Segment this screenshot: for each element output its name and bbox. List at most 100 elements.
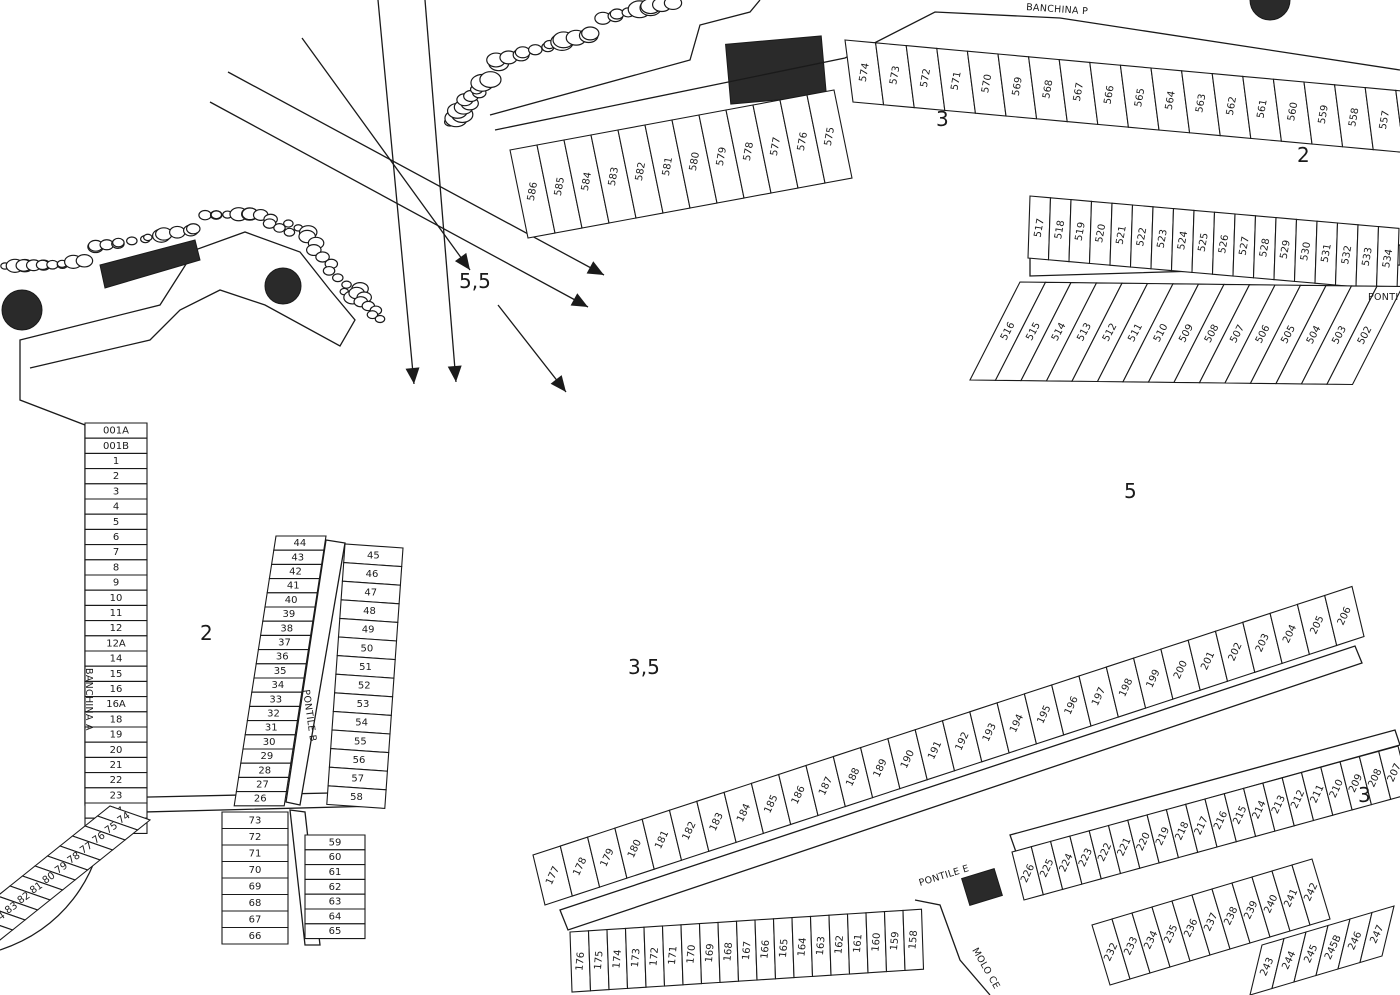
berth-number: 53 [357, 699, 370, 710]
arrowhead-icon [454, 252, 470, 270]
berth-number: 565 [1133, 87, 1147, 108]
bearing-line [227, 71, 605, 276]
molo-building [961, 868, 1003, 906]
berth-number: 563 [1194, 93, 1208, 114]
berth-number: 520 [1094, 223, 1108, 244]
berth-slip[interactable] [221, 926, 289, 945]
berth-number: 34 [272, 680, 285, 691]
berth-number: 172 [648, 947, 661, 967]
rock [514, 46, 531, 59]
berth-number: 33 [269, 694, 282, 705]
berth-slip[interactable] [1326, 285, 1400, 386]
berth-number: 40 [285, 595, 298, 606]
berth-slip[interactable] [806, 89, 853, 184]
berth-number: 569 [1011, 76, 1025, 97]
berth-number: 159 [889, 931, 902, 951]
berth-number: 6 [113, 532, 119, 543]
berth-slip[interactable] [1324, 585, 1365, 647]
berth-slip[interactable] [902, 908, 925, 971]
rock [315, 251, 330, 263]
berth-number: 176 [574, 951, 587, 971]
berth-number: 32 [267, 709, 280, 720]
berth-number: 61 [329, 867, 342, 878]
tree [264, 267, 302, 305]
berth-slip[interactable] [1359, 905, 1395, 964]
curve-berths: 747576777879808182838485 [0, 805, 152, 941]
rock [331, 273, 344, 283]
berth-number: 38 [280, 623, 293, 634]
berth-slip[interactable] [233, 791, 288, 807]
depth-label: 5,5 [459, 269, 491, 293]
arrowhead-icon [405, 367, 420, 384]
berth-number: 39 [283, 609, 296, 620]
berth-number: 35 [274, 666, 287, 677]
rock [366, 310, 379, 320]
berth-number: 23 [110, 790, 123, 801]
berth-number: 59 [329, 837, 342, 848]
berth-slip[interactable] [326, 785, 387, 809]
berth-number: 22 [110, 775, 123, 786]
berth-number: 573 [888, 65, 902, 86]
bearing-line [209, 101, 589, 308]
berth-number: 68 [249, 898, 262, 909]
berth-slip[interactable] [0, 885, 52, 911]
berth-number: 517 [1033, 218, 1047, 239]
pier-label-ponti: PONTI [1368, 292, 1398, 303]
berth-number: 158 [907, 930, 920, 950]
rock [479, 71, 502, 89]
berth-number: 47 [364, 588, 377, 599]
berth-number: 62 [329, 882, 342, 893]
rock [210, 210, 223, 220]
berth-number: 001A [103, 426, 129, 437]
berth-number: 562 [1225, 96, 1239, 117]
depth-label: 5 [1124, 479, 1137, 503]
rock [262, 218, 277, 229]
berth-number: 576 [796, 131, 810, 152]
pier-label-pontile-e: PONTILE E [918, 863, 971, 889]
berth-number: 31 [265, 723, 278, 734]
berth-number: 531 [1320, 243, 1334, 264]
berth-number: 582 [634, 161, 648, 182]
berth-number: 528 [1258, 237, 1272, 258]
rock [527, 44, 543, 56]
berth-number: 163 [815, 936, 828, 956]
berth-number: 2 [113, 471, 119, 482]
berth-slip[interactable] [0, 906, 27, 931]
berth-number: 533 [1361, 246, 1375, 267]
berth-slip[interactable] [1395, 89, 1400, 155]
quay-building [99, 239, 201, 289]
berth-slip[interactable] [1378, 745, 1400, 800]
berth-number: 54 [355, 718, 368, 729]
berth-number: 9 [113, 578, 119, 589]
berth-number: 46 [366, 569, 379, 580]
berth-number: 57 [351, 774, 364, 785]
berth-slip[interactable] [1291, 858, 1331, 926]
berth-number: 559 [1317, 104, 1331, 125]
berth-slip[interactable] [1364, 86, 1400, 153]
rock [46, 259, 59, 270]
berth-number: 170 [685, 944, 698, 964]
berth-number: 586 [526, 181, 540, 202]
berth-number: 568 [1041, 79, 1055, 100]
berth-number: 26 [254, 794, 267, 805]
rock [198, 209, 212, 221]
rock [306, 244, 322, 257]
berth-number: 173 [630, 948, 643, 968]
berth-number: 572 [919, 68, 933, 89]
berth-number: 66 [249, 931, 262, 942]
berth-slip[interactable] [0, 916, 14, 941]
berth-number: 581 [661, 156, 675, 177]
berth-number: 579 [715, 146, 729, 167]
pier-label-banchina-p: BANCHINA P [1026, 2, 1089, 17]
rock [374, 314, 386, 324]
berth-number: 55 [354, 736, 367, 747]
berth-number: 558 [1347, 107, 1361, 128]
bearing-line [377, 0, 415, 385]
berth-number: 577 [769, 136, 783, 157]
berth-number: 567 [1072, 82, 1086, 103]
pier-label-molo-ce: MOLO CE [969, 946, 1001, 991]
berth-slip[interactable] [304, 923, 366, 940]
depth-label: 3 [936, 107, 949, 131]
